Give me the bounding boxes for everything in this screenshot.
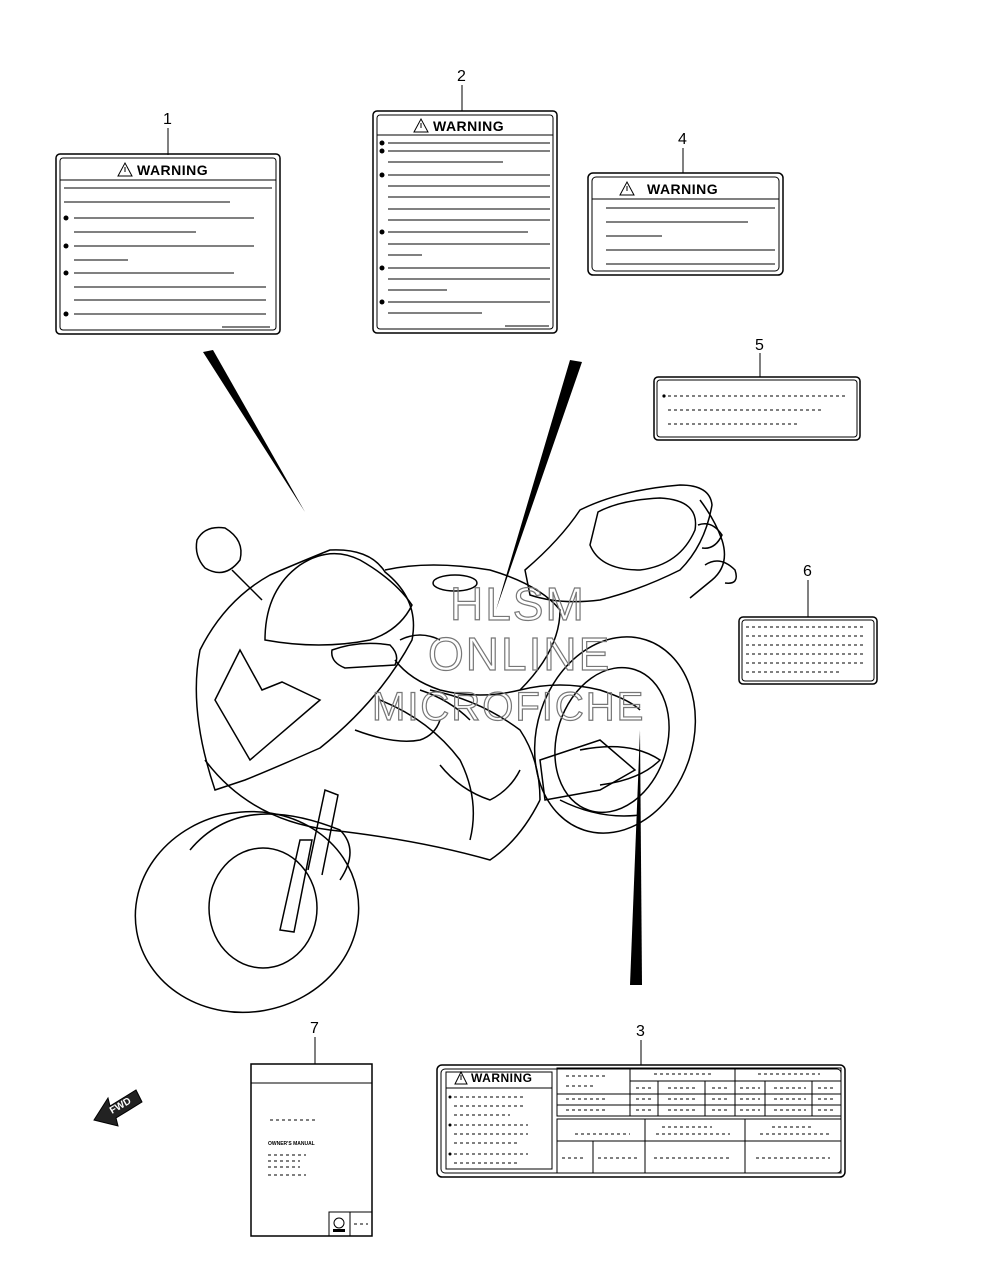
label-2[interactable]: 2 WARNING <box>372 68 558 334</box>
callout-6: 6 <box>803 563 812 580</box>
callout-4: 4 <box>678 131 687 148</box>
label-5[interactable]: 5 <box>653 337 861 441</box>
motorcycle-illustration <box>134 484 737 1014</box>
warning-text: WARNING <box>471 1071 533 1085</box>
label-3[interactable]: 3 WARNING <box>436 1023 846 1178</box>
warning-triangle-icon <box>454 1070 468 1085</box>
leader-lines <box>203 350 642 985</box>
suzuki-logo-icon <box>333 1217 345 1232</box>
watermark-line-2: ONLINE <box>428 628 611 680</box>
callout-7: 7 <box>310 1020 319 1037</box>
watermark: HLSM ONLINE MICROFICHE <box>371 577 645 729</box>
warning-triangle-icon <box>413 117 429 133</box>
watermark-line-1: HLSM <box>450 578 586 630</box>
label-4[interactable]: 4 WARNING <box>587 131 784 276</box>
callout-5: 5 <box>755 337 764 354</box>
warning-triangle-icon <box>619 180 635 196</box>
watermark-line-3: MICROFICHE <box>372 685 645 729</box>
label-6[interactable]: 6 <box>738 563 878 685</box>
warning-text: WARNING <box>433 118 504 134</box>
manual-title: OWNER'S MANUAL <box>268 1141 315 1147</box>
callout-1: 1 <box>163 111 172 128</box>
warning-text: WARNING <box>137 162 208 178</box>
warning-text: WARNING <box>647 181 718 197</box>
item-7-owners-manual[interactable]: 7 OWNER'S MANUAL <box>250 1020 373 1237</box>
callout-3: 3 <box>636 1023 645 1040</box>
callout-2: 2 <box>457 68 466 85</box>
label-1[interactable]: 1 WARNING <box>55 111 281 335</box>
fwd-arrow-icon: FWD <box>93 1089 143 1127</box>
warning-triangle-icon <box>117 161 133 177</box>
